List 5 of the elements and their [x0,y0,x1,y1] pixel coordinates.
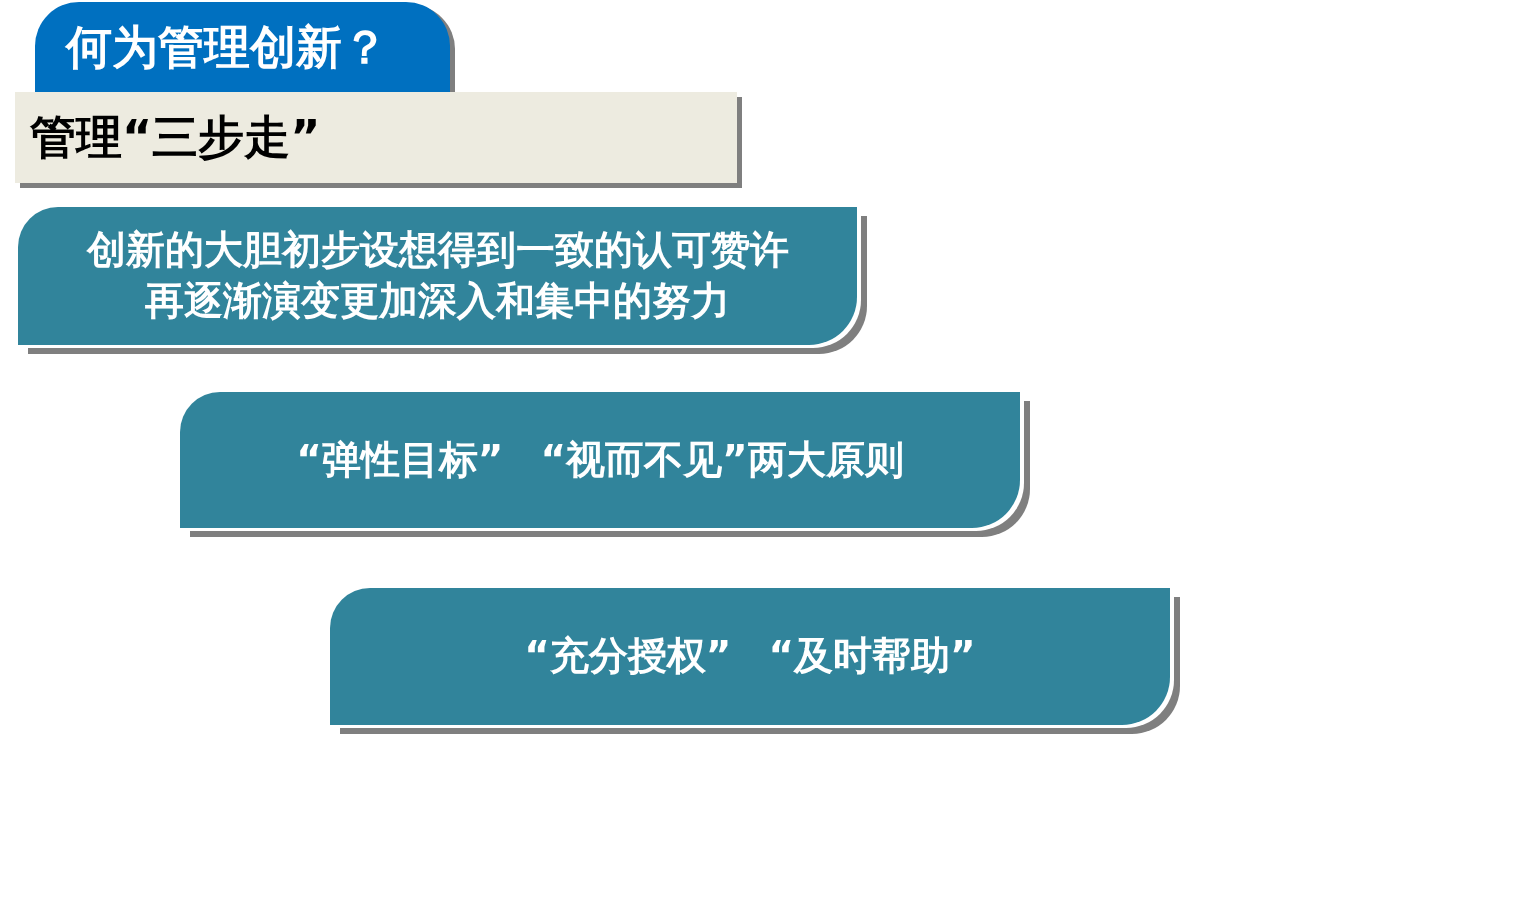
step-text: “充分授权” “及时帮助” [524,632,976,681]
heading-text: 管理“三步走” [30,112,321,163]
step-text: “弹性目标” “视而不见”两大原则 [296,435,904,484]
step-text: 创新的大胆初步设想得到一致的认可赞许再逐渐演变更加深入和集中的努力 [85,226,790,325]
title-text: 何为管理创新？ [66,21,388,73]
